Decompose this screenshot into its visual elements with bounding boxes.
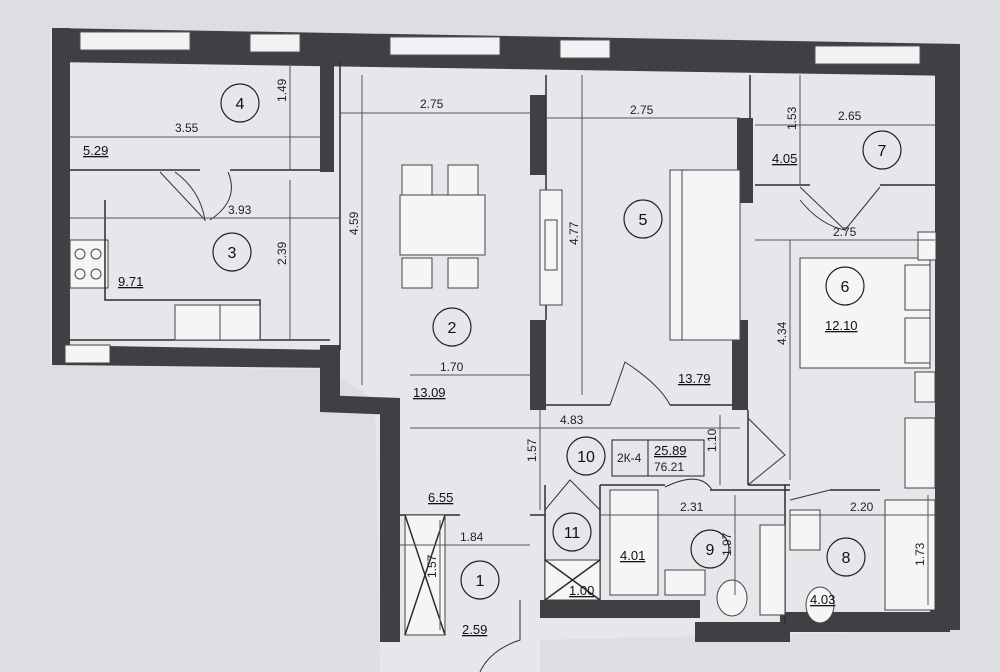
kitchen-sink xyxy=(174,304,221,341)
room-3-circle xyxy=(212,232,252,272)
dim-r2-height: 4.59 xyxy=(347,211,361,235)
dining-table xyxy=(399,194,486,256)
room-7-circle xyxy=(862,130,902,170)
apartment-code: 2К-4 xyxy=(617,451,642,465)
windows xyxy=(79,31,921,65)
washer-stack xyxy=(759,524,786,616)
dim-r10-height2: 1.10 xyxy=(705,428,719,452)
outer-walls xyxy=(52,28,960,642)
room-6-area: 12.10 xyxy=(825,318,858,333)
bathtub xyxy=(609,489,659,596)
inner-walls xyxy=(320,62,950,620)
dim-r8-width: 2.20 xyxy=(850,500,874,514)
dim-r10-width: 4.83 xyxy=(560,413,584,427)
dim-r4-height: 1.49 xyxy=(275,78,289,102)
room-11-area: 1.00 xyxy=(569,583,594,598)
washbasin xyxy=(789,509,821,551)
bathtub-2 xyxy=(884,499,936,611)
room-5-area: 13.79 xyxy=(678,371,711,386)
chair xyxy=(401,257,433,289)
chair xyxy=(447,164,479,196)
dim-r8-height: 1.73 xyxy=(913,542,927,566)
dim-r6-height: 4.34 xyxy=(775,321,789,345)
room-10-area: 6.55 xyxy=(428,490,453,505)
dim-r2-width: 2.75 xyxy=(420,97,444,111)
dim-r3-width: 3.93 xyxy=(228,203,252,217)
room-11-number: 11 xyxy=(564,525,581,542)
room-11-circle xyxy=(552,512,592,552)
dim-r5-width: 2.75 xyxy=(630,103,654,117)
room-4-number: 4 xyxy=(236,96,245,113)
dim-r4-width: 3.55 xyxy=(175,121,199,135)
total-area: 76.21 xyxy=(654,460,684,474)
dim-r3-height: 2.39 xyxy=(275,241,289,265)
room-8-number: 8 xyxy=(842,550,851,567)
room-10-number: 10 xyxy=(577,449,595,466)
dim-r9-width: 2.31 xyxy=(680,500,704,514)
dim-r2-width2: 1.70 xyxy=(440,360,464,374)
counter xyxy=(219,304,261,341)
room-6-number: 6 xyxy=(841,279,850,296)
dimension-labels: 3.55 1.49 3.93 2.39 2.75 4.59 1.70 2.75 … xyxy=(175,78,927,578)
stove xyxy=(69,239,109,289)
room-4-area: 5.29 xyxy=(83,143,108,158)
room-3-number: 3 xyxy=(228,245,237,262)
room-1-number: 1 xyxy=(476,573,485,590)
room-2-area: 13.09 xyxy=(413,385,446,400)
dim-r6-width: 2.75 xyxy=(833,225,857,239)
toilet xyxy=(716,579,748,617)
dim-r7-height: 1.53 xyxy=(785,106,799,130)
apartment-info-box: 2К-4 25.89 76.21 xyxy=(611,439,705,477)
living-area: 25.89 xyxy=(654,443,687,458)
doors xyxy=(159,171,881,672)
dim-r10-height: 1.57 xyxy=(525,438,539,462)
room-10-circle xyxy=(566,436,606,476)
dim-r1-width: 1.84 xyxy=(460,530,484,544)
furniture xyxy=(64,164,937,636)
room-labels: 4 5.29 3 9.71 2 13.09 5 13.79 7 4.05 6 1… xyxy=(83,83,902,637)
wardrobe xyxy=(904,417,936,489)
chair xyxy=(401,164,433,196)
radiator xyxy=(64,344,111,364)
room-1-area: 2.59 xyxy=(462,622,487,637)
room-8-area: 4.03 xyxy=(810,592,835,607)
room-3-area: 9.71 xyxy=(118,274,143,289)
dim-r1-height: 1.57 xyxy=(425,554,439,578)
room-9-number: 9 xyxy=(706,542,715,559)
chair xyxy=(447,257,479,289)
room-7-area: 4.05 xyxy=(772,151,797,166)
room-5-circle xyxy=(623,199,663,239)
room-2-circle xyxy=(432,307,472,347)
room-9-circle xyxy=(690,529,730,569)
room-7-number: 7 xyxy=(878,143,887,160)
room-5-number: 5 xyxy=(639,212,648,229)
room-9-area: 4.01 xyxy=(620,548,645,563)
room-2-number: 2 xyxy=(448,320,457,337)
dimension-lines xyxy=(70,62,935,630)
room-8-circle xyxy=(826,537,866,577)
dim-r5-height: 4.77 xyxy=(567,221,581,245)
room-6-circle xyxy=(825,266,865,306)
room-4-circle xyxy=(220,83,260,123)
toilet-2 xyxy=(805,586,835,624)
dim-r9-height: 1.97 xyxy=(720,532,734,556)
dim-r7-width: 2.65 xyxy=(838,109,862,123)
room-1-circle xyxy=(460,560,500,600)
